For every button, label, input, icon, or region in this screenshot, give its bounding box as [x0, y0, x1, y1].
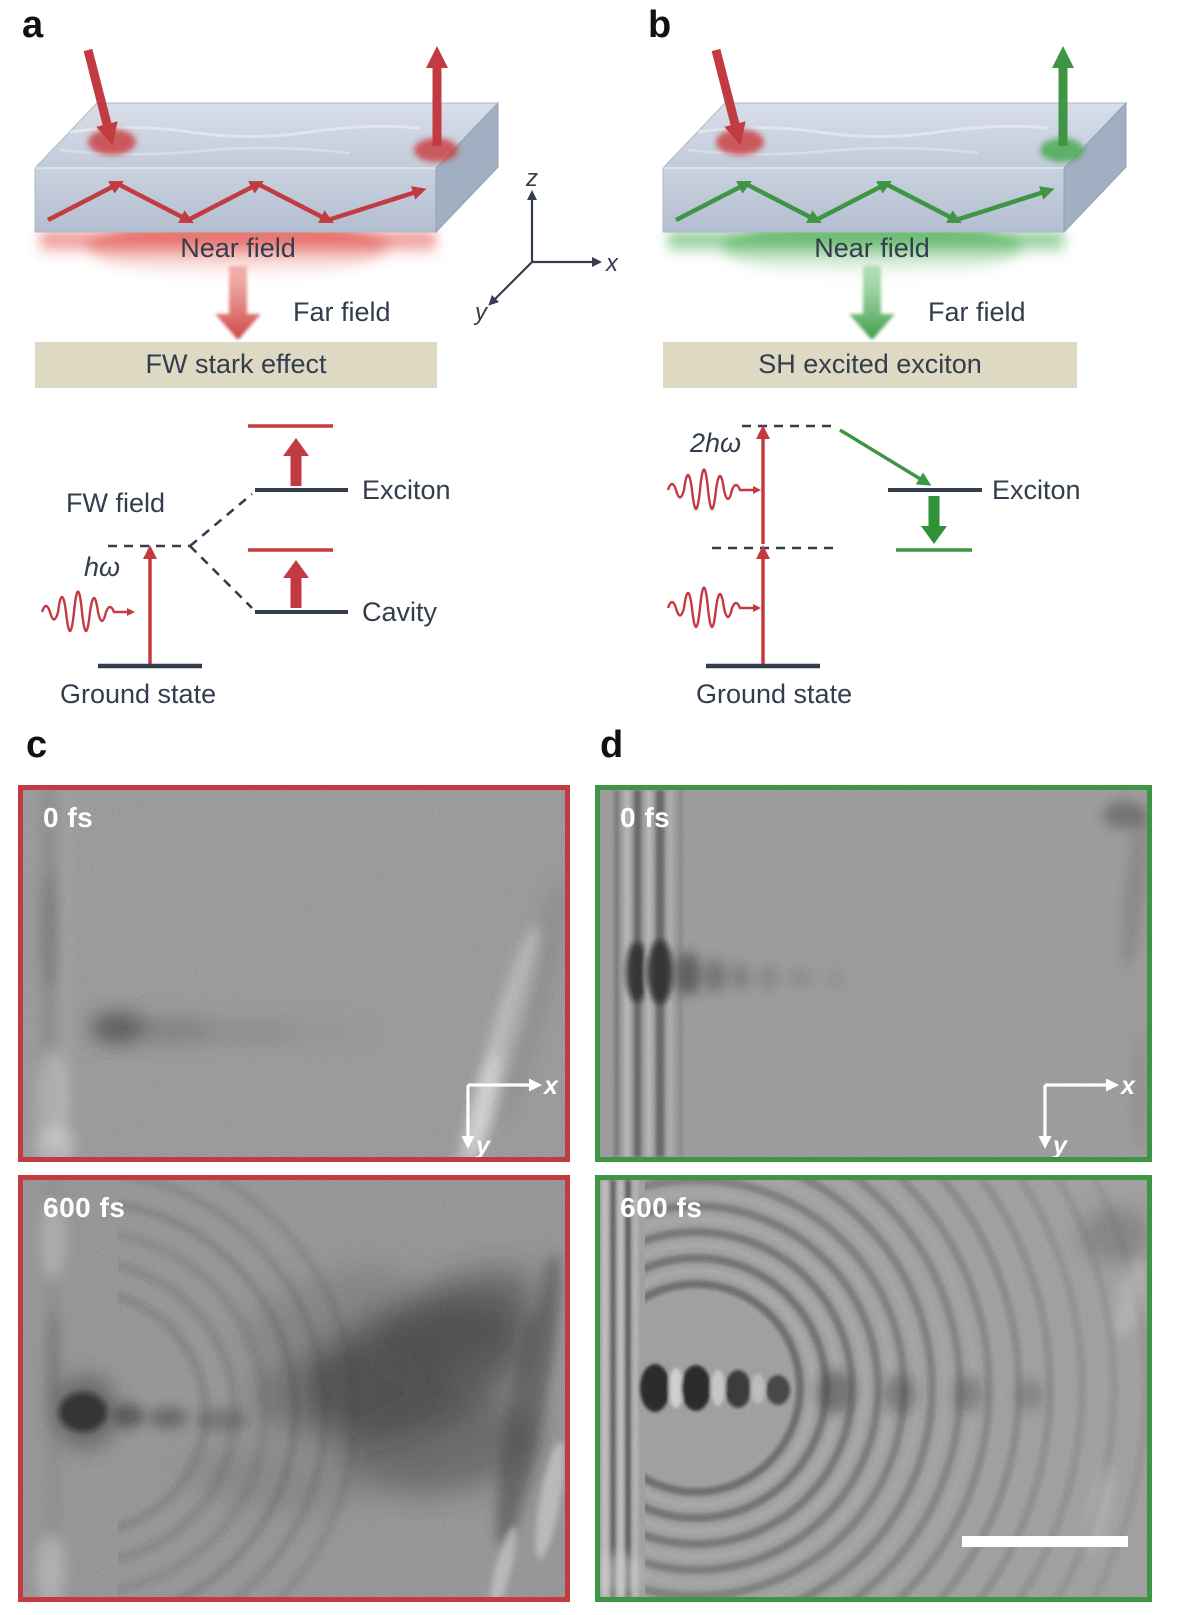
frame-time-label: 600 fs — [43, 1192, 126, 1223]
guided-mode-zigzag-red — [46, 180, 427, 224]
laser-pulse-wave — [666, 586, 756, 629]
scale-bar — [962, 1536, 1128, 1547]
image-axes: x y — [461, 1072, 559, 1157]
axis-y-label: y — [1051, 1132, 1068, 1157]
effect-band — [35, 342, 437, 388]
noise-layer — [600, 1180, 1147, 1597]
exit-beam-spot — [414, 138, 458, 162]
axis-x-label: x — [542, 1072, 559, 1100]
noise-layer — [600, 790, 1147, 1157]
panel-a-schematic: Near field Far field FW stark effect z x… — [33, 46, 619, 709]
microscopy-image-d1: x y — [600, 790, 1147, 1157]
photon-energy-label: hω — [84, 552, 120, 582]
panel-c-label: c — [26, 724, 48, 766]
effect-band — [663, 342, 1077, 388]
effect-band-label: FW stark effect — [145, 349, 327, 379]
far-field-label: Far field — [293, 297, 391, 327]
panel-c-frame-0fs: x y 0 fs — [18, 785, 570, 1162]
pump-in-arrow — [83, 48, 118, 146]
energy-diagram-b: Exciton 2hω Ground state — [666, 424, 1081, 709]
pump-in-arrow — [711, 48, 746, 146]
far-field-arrow-red — [215, 266, 261, 340]
ground-state-label: Ground state — [696, 679, 852, 709]
panel-d-frame-600fs: 600 fs — [595, 1175, 1152, 1602]
near-field-label: Near field — [814, 233, 930, 263]
exciton-label: Exciton — [362, 475, 451, 505]
frame-time-label: 0 fs — [43, 802, 94, 833]
effect-band-label: SH excited exciton — [758, 349, 982, 379]
axis-y-label: y — [473, 299, 489, 326]
energy-diagram-a: Exciton Cavity FW field hω Ground state — [40, 424, 451, 709]
slab-surface-wave — [697, 124, 1049, 138]
axis-z-label: z — [525, 165, 538, 192]
microscopy-image-c2 — [23, 1180, 565, 1597]
panel-d-frame-0fs: x y 0 fs — [595, 785, 1152, 1162]
photon-energy-label: 2hω — [689, 428, 741, 458]
ground-state-label: Ground state — [60, 679, 216, 709]
exit-beam-spot-green — [1040, 138, 1084, 162]
microscopy-image-c1: x y — [23, 790, 565, 1157]
noise-layer — [23, 790, 565, 1157]
axis-y-label: y — [474, 1132, 491, 1157]
axis-x-label: x — [1119, 1072, 1136, 1100]
far-field-arrow-green — [849, 266, 895, 340]
stark-shift-arrow-up — [283, 438, 309, 486]
panel-b-label: b — [648, 4, 672, 46]
panel-c-frame-600fs: 600 fs — [18, 1175, 570, 1602]
panel-a-label: a — [22, 4, 44, 46]
noise-layer — [23, 1180, 565, 1597]
far-field-label: Far field — [928, 297, 1026, 327]
image-axes: x y — [1038, 1072, 1136, 1157]
entry-beam-spot — [716, 129, 764, 155]
axis-x-label: x — [605, 250, 619, 277]
entry-beam-spot — [88, 129, 136, 155]
panel-d-label: d — [600, 724, 624, 766]
coordinate-axes: z x y — [473, 165, 619, 326]
guided-mode-zigzag-green — [674, 180, 1055, 224]
fw-field-label: FW field — [66, 488, 165, 518]
near-field-label: Near field — [180, 233, 296, 263]
emission-arrow-down — [921, 496, 947, 544]
schematic-canvas: Near field Far field FW stark effect z x… — [33, 46, 1128, 709]
cavity-label: Cavity — [362, 597, 438, 627]
slab-surface-wave — [69, 124, 421, 138]
frame-time-label: 600 fs — [620, 1192, 703, 1223]
microscopy-image-d2 — [600, 1180, 1147, 1597]
frame-time-label: 0 fs — [620, 802, 671, 833]
panel-b-schematic: Near field Far field SH excited exciton … — [661, 46, 1128, 709]
stark-shift-arrow-up — [283, 560, 309, 608]
exciton-label: Exciton — [992, 475, 1081, 505]
laser-pulse-wave — [40, 590, 130, 633]
laser-pulse-wave — [666, 468, 756, 511]
relaxation-arrow — [839, 428, 932, 486]
